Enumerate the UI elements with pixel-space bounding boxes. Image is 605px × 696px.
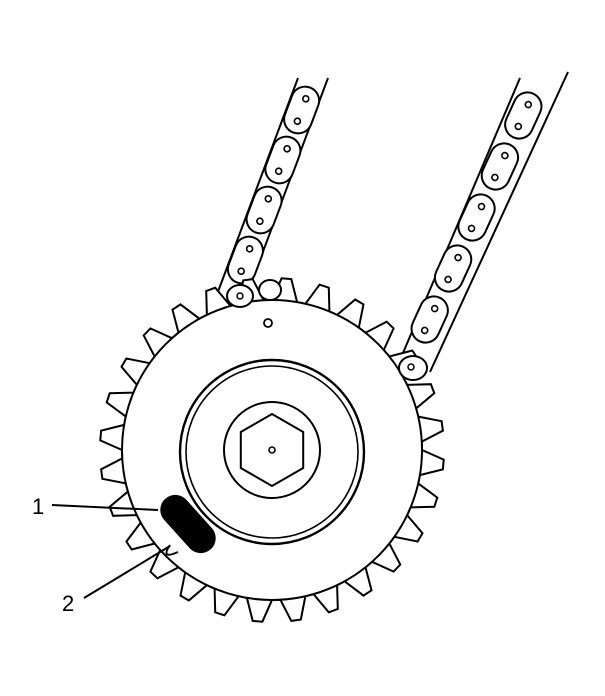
callout-leaders [51,504,171,599]
chain-wrap-links [226,279,428,381]
chain-link [260,131,306,189]
callout-2: 2 [62,591,74,616]
right-chain-strand [399,71,569,373]
chain-link [279,81,325,139]
callout-1: 1 [32,494,44,519]
camshaft-sprocket [99,277,445,623]
timing-mark-dot [263,318,273,328]
chain-link [241,181,287,239]
left-chain-strand [212,77,329,306]
